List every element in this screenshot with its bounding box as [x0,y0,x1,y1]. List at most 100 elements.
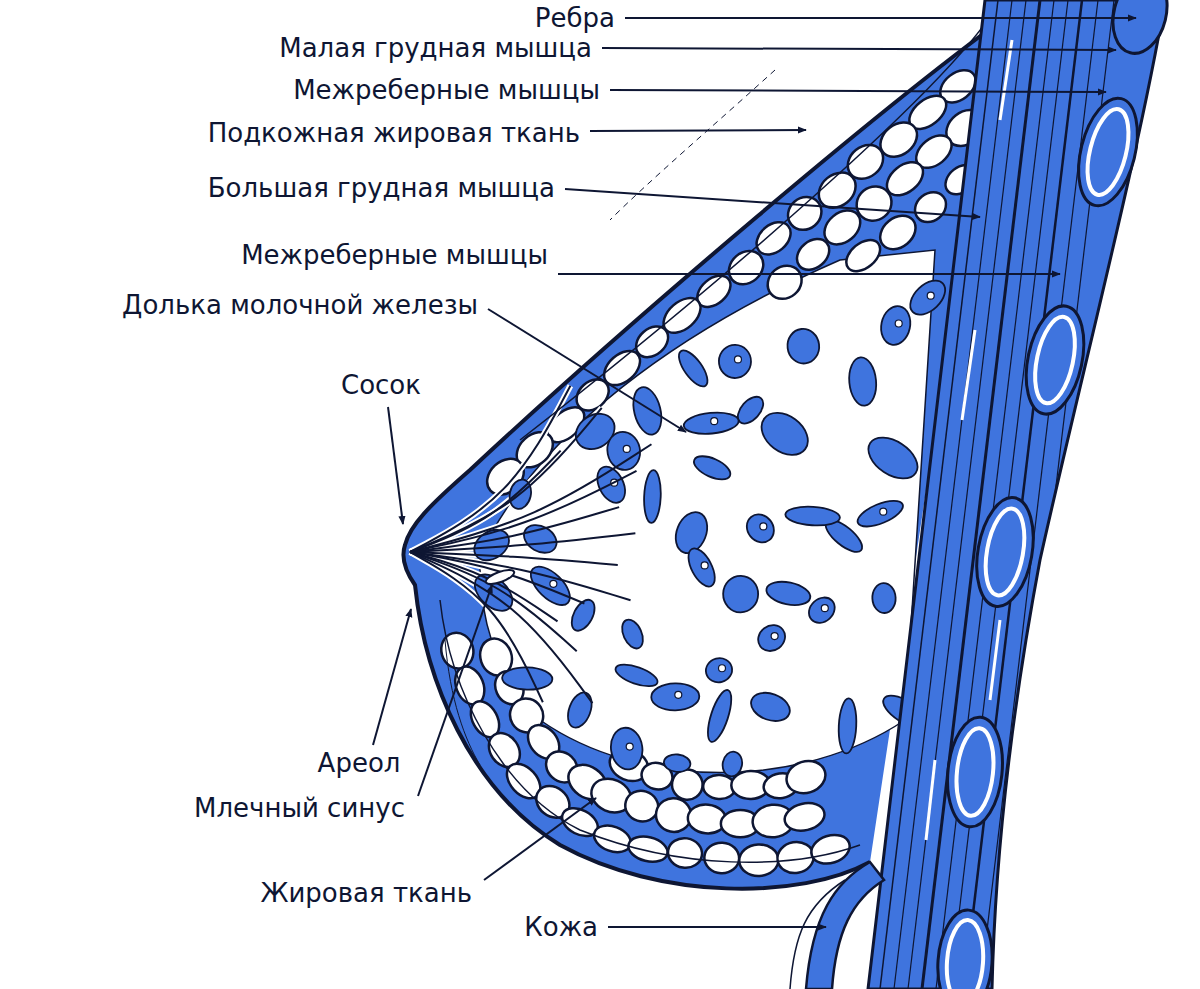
lobule [608,726,645,772]
lobule [563,689,596,731]
alveolus [760,523,767,530]
label-anchor: Межреберные мышцы [293,75,600,105]
rib [942,714,1007,829]
lobule [904,274,952,321]
part-label: Ареол [318,748,401,778]
part-label: Малая грудная мышца [279,33,592,63]
lobule [604,429,643,473]
muscle-fibers [880,0,1114,989]
leader-line [558,273,1060,275]
milk-duct [410,471,637,552]
label-anchor: Сосок [341,370,421,400]
lobule [753,620,790,656]
lobule [629,384,666,437]
lobule [613,660,660,690]
leader-line [602,48,1116,50]
alveolus [734,356,741,363]
leader-line [488,309,686,432]
label-anchor: Межреберные мышцы [241,240,548,270]
milk-sinus [484,567,516,587]
rib-core [1080,105,1136,199]
lobule [643,470,662,523]
part-label: Ребра [535,3,615,33]
part-label: Долька молочной железы [122,290,478,320]
fat-cell [738,843,779,876]
alveolus [550,580,557,587]
leader-line [565,189,980,217]
alveolus [718,665,725,672]
lobule [663,753,691,773]
rib-core-group [944,105,1136,989]
rib-core [952,726,997,817]
milk-duct [410,451,561,552]
lobule [618,616,647,651]
alveolus [771,633,778,640]
fat-cell [704,842,740,874]
label-anchor: Ареол [318,748,401,778]
leader-line [373,609,411,745]
alveolus [895,320,902,327]
rib [934,908,995,989]
leader-line [610,90,1106,92]
label-anchor: Малая грудная мышца [279,33,592,63]
lobule [872,583,897,614]
lobule [847,356,878,407]
label-anchor: Долька молочной железы [122,290,478,320]
lobule [703,655,735,685]
label-anchor: Подкожная жировая ткань [208,118,580,148]
rib-group [934,0,1174,989]
part-label: Межреберные мышцы [241,240,548,270]
leader-lines [373,18,1136,927]
rib-core [1028,313,1082,407]
lobule [674,346,713,391]
part-label: Сосок [341,370,421,400]
part-label: Межреберные мышцы [293,75,600,105]
lobule [785,505,841,527]
part-label: Млечный синус [194,793,405,823]
fat-cell [590,821,634,857]
skin-line [790,880,845,989]
lobule [651,683,700,711]
part-label: Подкожная жировая ткань [208,118,580,148]
leader-line [388,407,403,524]
alveolus [927,292,934,299]
label-anchor: Ребра [535,3,615,33]
rib [969,493,1041,611]
label-anchor: Млечный синус [194,793,405,823]
lobule [786,327,821,365]
milk-duct [410,533,635,552]
lobule [703,688,736,745]
lobule [741,509,779,548]
lobule [764,578,812,608]
lobule [747,688,794,726]
leader-line [418,585,492,796]
lobule [719,345,752,379]
alveolus [675,691,682,698]
leader-line [590,130,806,131]
leader-line [608,926,826,928]
milk-duct [410,552,631,600]
fat-cell [782,756,829,798]
label-anchor: Жировая ткань [260,878,472,908]
lobule [723,576,759,613]
rib-core [980,506,1031,599]
alveolus [626,743,633,750]
part-label: Кожа [524,912,598,942]
alveolus [701,562,708,569]
part-label: Жировая ткань [260,878,472,908]
rib [1068,92,1147,212]
milk-duct [410,444,651,552]
alveolus [623,445,630,452]
milk-duct [410,408,602,552]
lobule [469,523,515,566]
label-anchor: Большая грудная мышца [208,173,555,203]
lobule [683,410,740,436]
lobule [468,568,519,618]
rib [1017,301,1093,420]
lobule [861,429,925,487]
lobule [837,698,857,754]
fat-cell [782,799,827,834]
part-label: Большая грудная мышца [208,173,555,203]
